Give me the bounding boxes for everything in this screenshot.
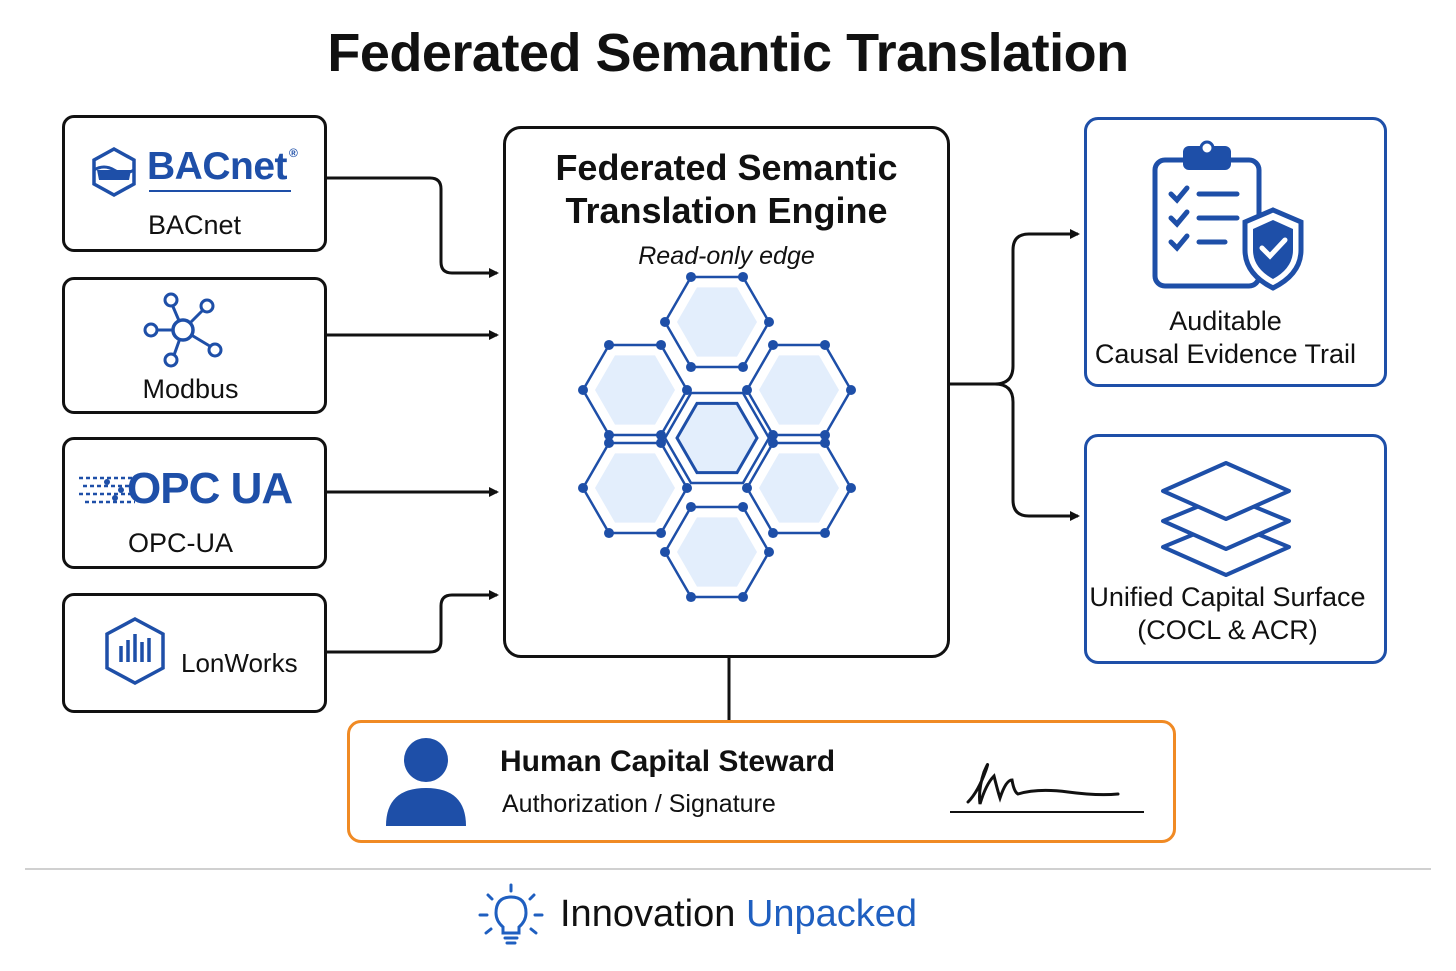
hex-node [820,430,830,441]
hex-node [604,430,614,441]
footer-brand-part2: Unpacked [745,893,918,935]
hex-node [738,501,748,512]
bacnet-registered-mark: ® [289,146,298,160]
hex-node [686,362,696,373]
hex-node [738,362,748,373]
engine-title: Federated Semantic Translation Engine [503,146,950,232]
hex-node [686,592,696,603]
hex-node [742,483,752,493]
hex-node [682,385,692,395]
opcua-logo-text: OPC UA [127,464,293,513]
hex-node [660,317,670,327]
arrow-bacnet [327,176,499,278]
hex-fill [677,287,757,357]
hex-node [604,437,614,448]
signature-mark [950,763,1144,813]
hex-node [578,483,588,493]
layers-icon [1161,461,1291,577]
footer-divider [25,868,1431,870]
hex-node [660,547,670,557]
bacnet-logo-underline [149,190,291,192]
hex-fill [759,355,839,425]
hex-node [682,483,692,493]
hex-node [846,483,856,493]
source-label: BACnet [147,210,242,240]
source-opcua: OPC UA OPC-UA [62,437,327,569]
person-icon [386,738,466,826]
output-label-line2: (COCL & ACR) [1137,615,1318,645]
opcua-logo-icon [79,476,135,504]
source-lonworks: LonWorks [62,593,327,713]
footer-brand: Innovation Unpacked [560,893,917,936]
source-label: OPC-UA [127,528,233,558]
bacnet-logo-icon [92,147,136,197]
hex-network-graphic [578,271,856,603]
hex-fill [759,453,839,523]
hex-node [768,437,778,448]
lightbulb-icon [478,883,544,945]
hex-fill [677,517,757,587]
output-label: Unified Capital Surface (COCL & ACR) [1079,581,1376,647]
hex-node [820,437,830,448]
hex-node [846,385,856,395]
bacnet-logo-text: BACnet [147,145,288,188]
steward-subtitle: Authorization / Signature [502,790,776,818]
steward-box [347,720,1176,843]
hex-node [764,317,774,327]
hex-node [768,339,778,350]
hex-node [764,547,774,557]
page-title: Federated Semantic Translation [327,23,1129,83]
source-bacnet: BACnet ® BACnet [62,115,327,252]
engine-title-line2: Translation Engine [565,190,888,231]
engine-title-line1: Federated Semantic [555,147,898,188]
hex-node [738,271,748,282]
hex-node [656,528,666,539]
hex-node [656,437,666,448]
hex-node [604,528,614,539]
hex-node [686,501,696,512]
hex-node [604,339,614,350]
output-capital-surface: Unified Capital Surface (COCL & ACR) [1084,434,1387,664]
arrow-out-split [950,229,1080,386]
hex-node [820,339,830,350]
arrow-lonworks [327,590,499,654]
hex-fill [675,401,759,475]
output-label-line1: Auditable [1169,306,1282,336]
source-modbus: Modbus [62,277,327,414]
hex-fill [595,355,675,425]
hex-node [820,528,830,539]
hex-node [768,430,778,441]
engine-subtitle: Read-only edge [638,242,815,270]
hex-node [768,528,778,539]
hex-fill [595,453,675,523]
modbus-network-icon [143,292,223,368]
output-label-line1: Unified Capital Surface [1089,582,1366,612]
footer-brand-part1: Innovation [560,893,736,935]
source-label: Modbus [142,374,239,404]
source-label: LonWorks [181,648,298,678]
hex-node [656,339,666,350]
lonworks-logo-icon [105,617,165,685]
hex-node [578,385,588,395]
output-evidence-trail: Auditable Causal Evidence Trail [1084,117,1387,387]
output-label-line2: Causal Evidence Trail [1094,339,1357,369]
output-label: Auditable Causal Evidence Trail [1077,305,1374,371]
hex-node [656,430,666,441]
hex-node [738,592,748,603]
clipboard-shield-icon [1152,140,1304,291]
steward-title: Human Capital Steward [500,745,836,778]
hex-node [686,271,696,282]
hex-node [742,385,752,395]
